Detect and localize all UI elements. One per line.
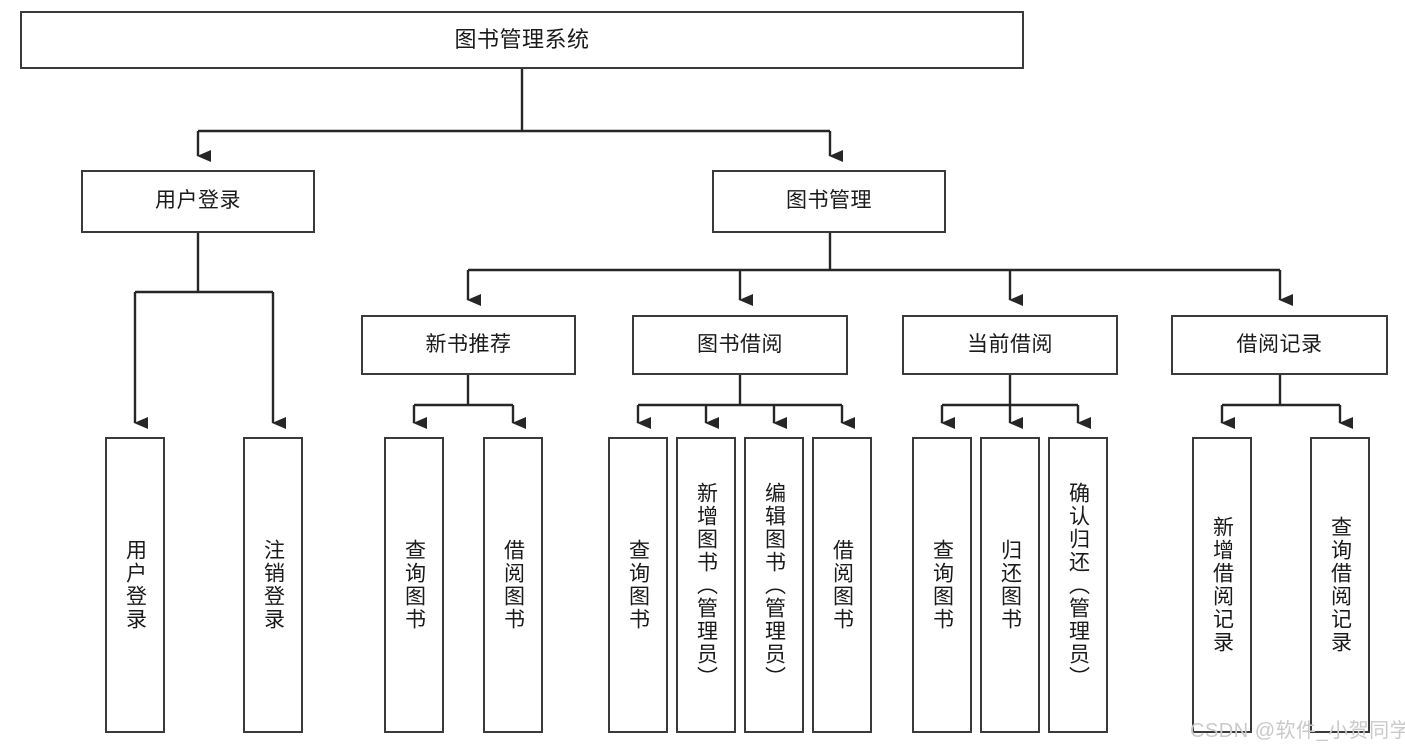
node-book-borrow[interactable]: 图书借阅 (632, 315, 848, 375)
leaf-confirm-return[interactable]: 确认归还（管理员） (1048, 437, 1108, 733)
leaf-query-book-2-label: 查询图书 (626, 539, 650, 631)
csdn-watermark: CSDN @软件_小贺同学 (1190, 720, 1405, 742)
leaf-query-book-1-label: 查询图书 (402, 539, 426, 631)
node-user-login-label: 用户登录 (155, 189, 241, 213)
node-current-borrow-label: 当前借阅 (967, 332, 1053, 356)
leaf-user-login[interactable]: 用户登录 (105, 437, 165, 733)
leaf-user-login-label: 用户登录 (123, 539, 147, 631)
node-book-management[interactable]: 图书管理 (712, 170, 946, 233)
leaf-edit-book[interactable]: 编辑图书（管理员） (744, 437, 804, 733)
leaf-borrow-book-2-label: 借阅图书 (830, 539, 854, 631)
leaf-query-record[interactable]: 查询借阅记录 (1310, 437, 1370, 733)
leaf-logout-login[interactable]: 注销登录 (243, 437, 303, 733)
leaf-query-book-3-label: 查询图书 (930, 539, 954, 631)
leaf-query-book-3[interactable]: 查询图书 (912, 437, 972, 733)
leaf-add-record[interactable]: 新增借阅记录 (1192, 437, 1252, 733)
leaf-edit-book-label: 编辑图书（管理员） (762, 481, 786, 689)
node-current-borrow[interactable]: 当前借阅 (902, 315, 1118, 375)
leaf-query-record-label: 查询借阅记录 (1328, 516, 1352, 654)
node-root-label: 图书管理系统 (454, 27, 590, 53)
leaf-logout-login-label: 注销登录 (261, 539, 285, 631)
leaf-borrow-book-1[interactable]: 借阅图书 (483, 437, 543, 733)
node-book-management-label: 图书管理 (786, 189, 872, 213)
leaf-return-book[interactable]: 归还图书 (980, 437, 1040, 733)
leaf-query-book-2[interactable]: 查询图书 (608, 437, 668, 733)
leaf-borrow-book-1-label: 借阅图书 (501, 539, 525, 631)
leaf-add-record-label: 新增借阅记录 (1210, 516, 1234, 654)
node-book-borrow-label: 图书借阅 (697, 332, 783, 356)
node-borrow-record[interactable]: 借阅记录 (1171, 315, 1388, 375)
leaf-borrow-book-2[interactable]: 借阅图书 (812, 437, 872, 733)
leaf-query-book-1[interactable]: 查询图书 (384, 437, 444, 733)
node-user-login[interactable]: 用户登录 (81, 170, 315, 233)
leaf-add-book-label: 新增图书（管理员） (694, 481, 718, 689)
leaf-confirm-return-label: 确认归还（管理员） (1066, 481, 1090, 689)
node-new-book-recommend[interactable]: 新书推荐 (361, 315, 576, 375)
node-borrow-record-label: 借阅记录 (1236, 332, 1323, 356)
node-new-book-recommend-label: 新书推荐 (425, 332, 512, 356)
leaf-add-book[interactable]: 新增图书（管理员） (676, 437, 736, 733)
leaf-return-book-label: 归还图书 (998, 539, 1022, 631)
node-root[interactable]: 图书管理系统 (20, 11, 1024, 69)
